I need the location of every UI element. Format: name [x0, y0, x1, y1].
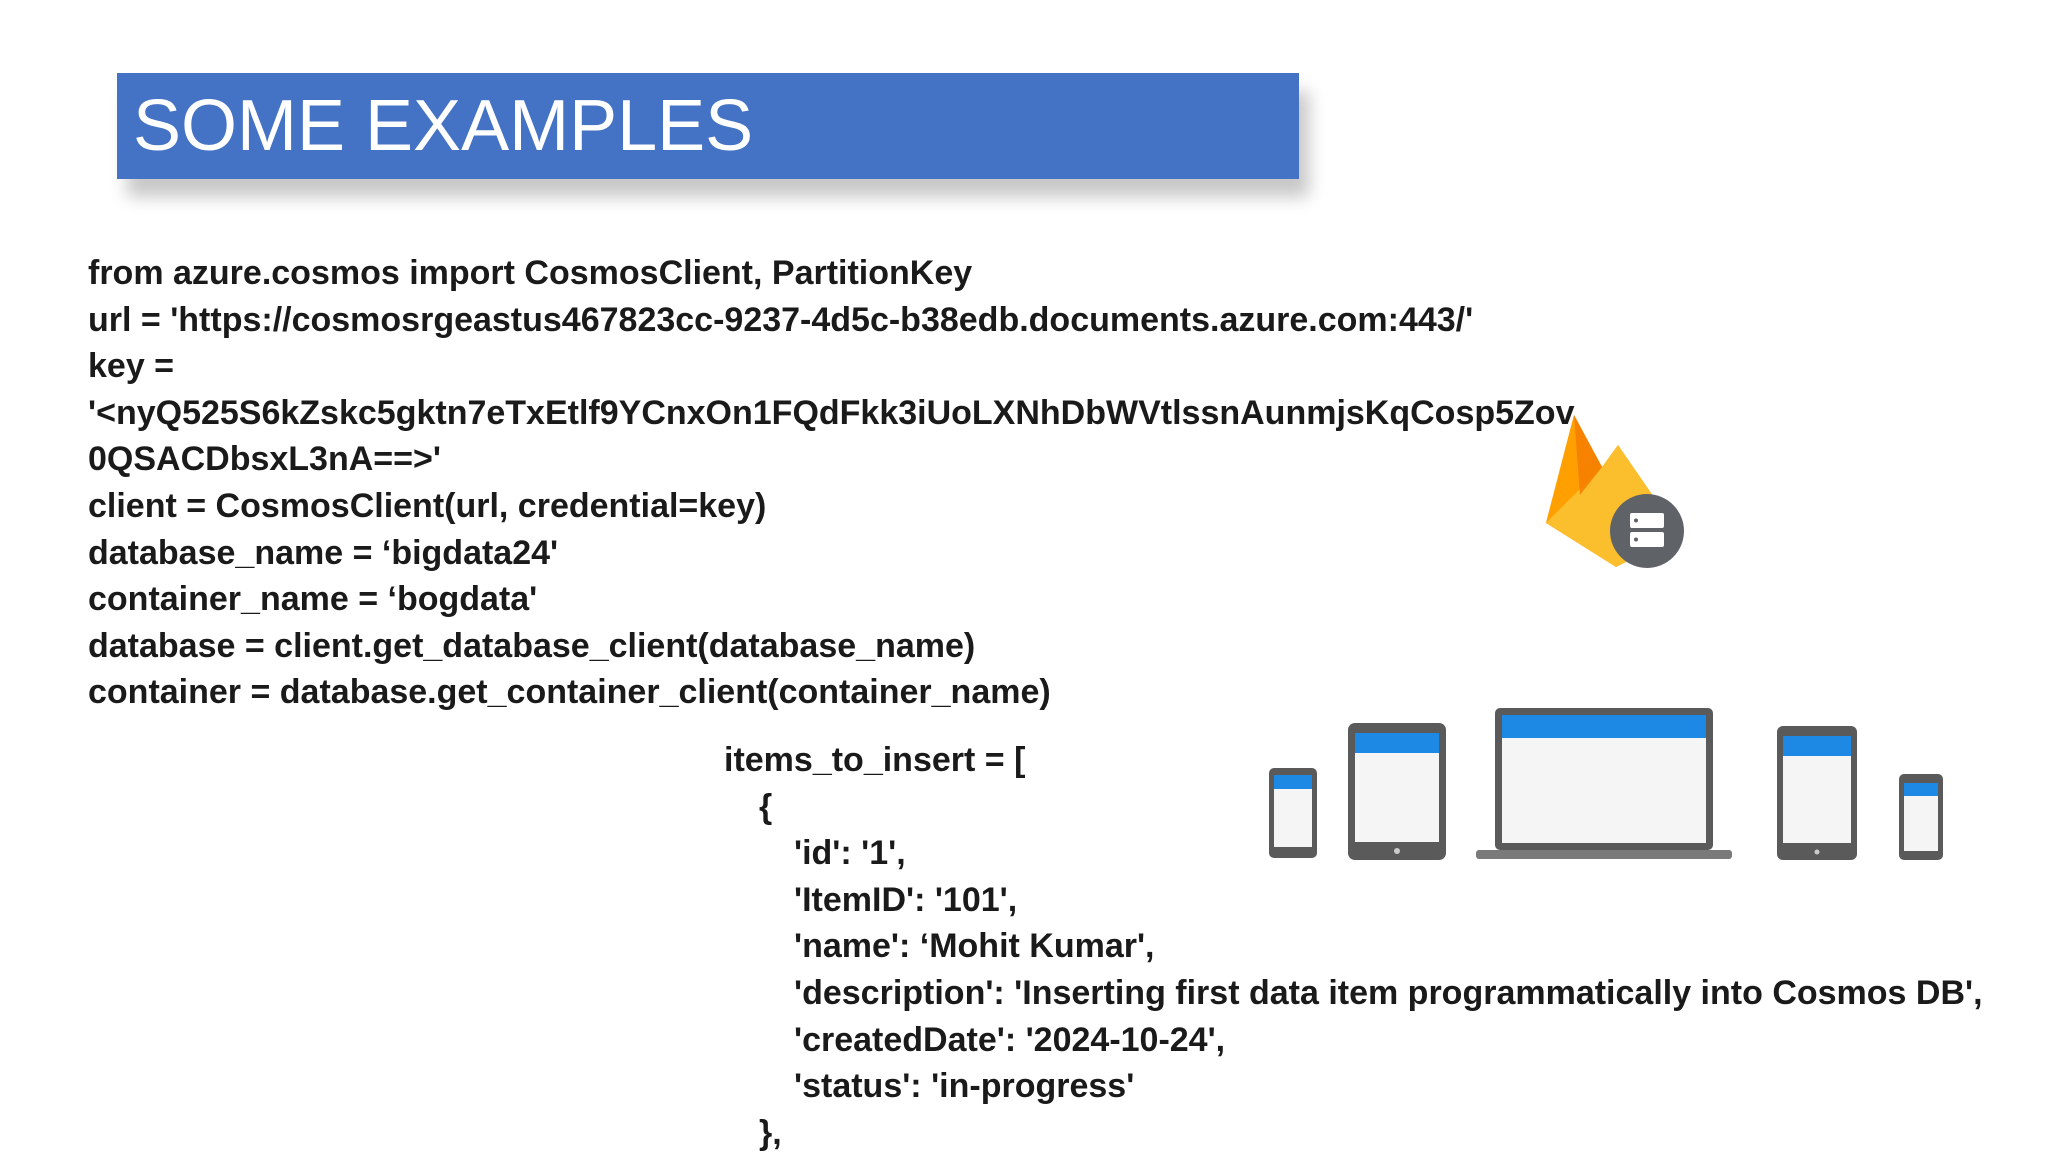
object-brace-close: }, [759, 1113, 782, 1152]
code-line: from azure.cosmos import CosmosClient, P… [88, 254, 973, 292]
code-block: from azure.cosmos import CosmosClient, P… [88, 250, 1575, 716]
item-field: 'id': '1', [794, 834, 906, 873]
item-field: 'ItemID': '101', [794, 880, 1018, 919]
object-brace-open: { [759, 787, 773, 826]
firebase-flame-database-icon [1546, 415, 1684, 568]
code-line: database_name = ‘bigdata24' [88, 533, 559, 572]
item-field: 'name': ‘Mohit Kumar', [794, 927, 1155, 966]
responsive-devices-illustration [1269, 708, 1943, 860]
items-array-open: items_to_insert = [ [724, 741, 1026, 779]
item-field: 'status': 'in-progress' [794, 1067, 1135, 1106]
title-banner: SOME EXAMPLES [117, 73, 1299, 179]
items-code-block: items_to_insert = [ { 'id': '1', 'ItemID… [724, 737, 2024, 1156]
code-line: url = 'https://cosmosrgeastus467823cc-92… [88, 300, 1474, 339]
code-line: container = database.get_container_clien… [88, 673, 1051, 712]
slide-title: SOME EXAMPLES [133, 86, 754, 166]
code-line: key = [88, 347, 175, 386]
item-field: 'createdDate': '2024-10-24', [794, 1020, 1226, 1059]
item-field: 'description': 'Inserting first data ite… [794, 973, 1983, 1012]
code-line: database = client.get_database_client(da… [88, 626, 976, 665]
code-line: container_name = ‘bogdata' [88, 580, 538, 619]
code-line: '<nyQ525S6kZskc5gktn7eTxEtlf9YCnxOn1FQdF… [88, 393, 1575, 432]
code-line: 0QSACDbsxL3nA==>' [88, 440, 441, 479]
code-line: client = CosmosClient(url, credential=ke… [88, 486, 767, 525]
